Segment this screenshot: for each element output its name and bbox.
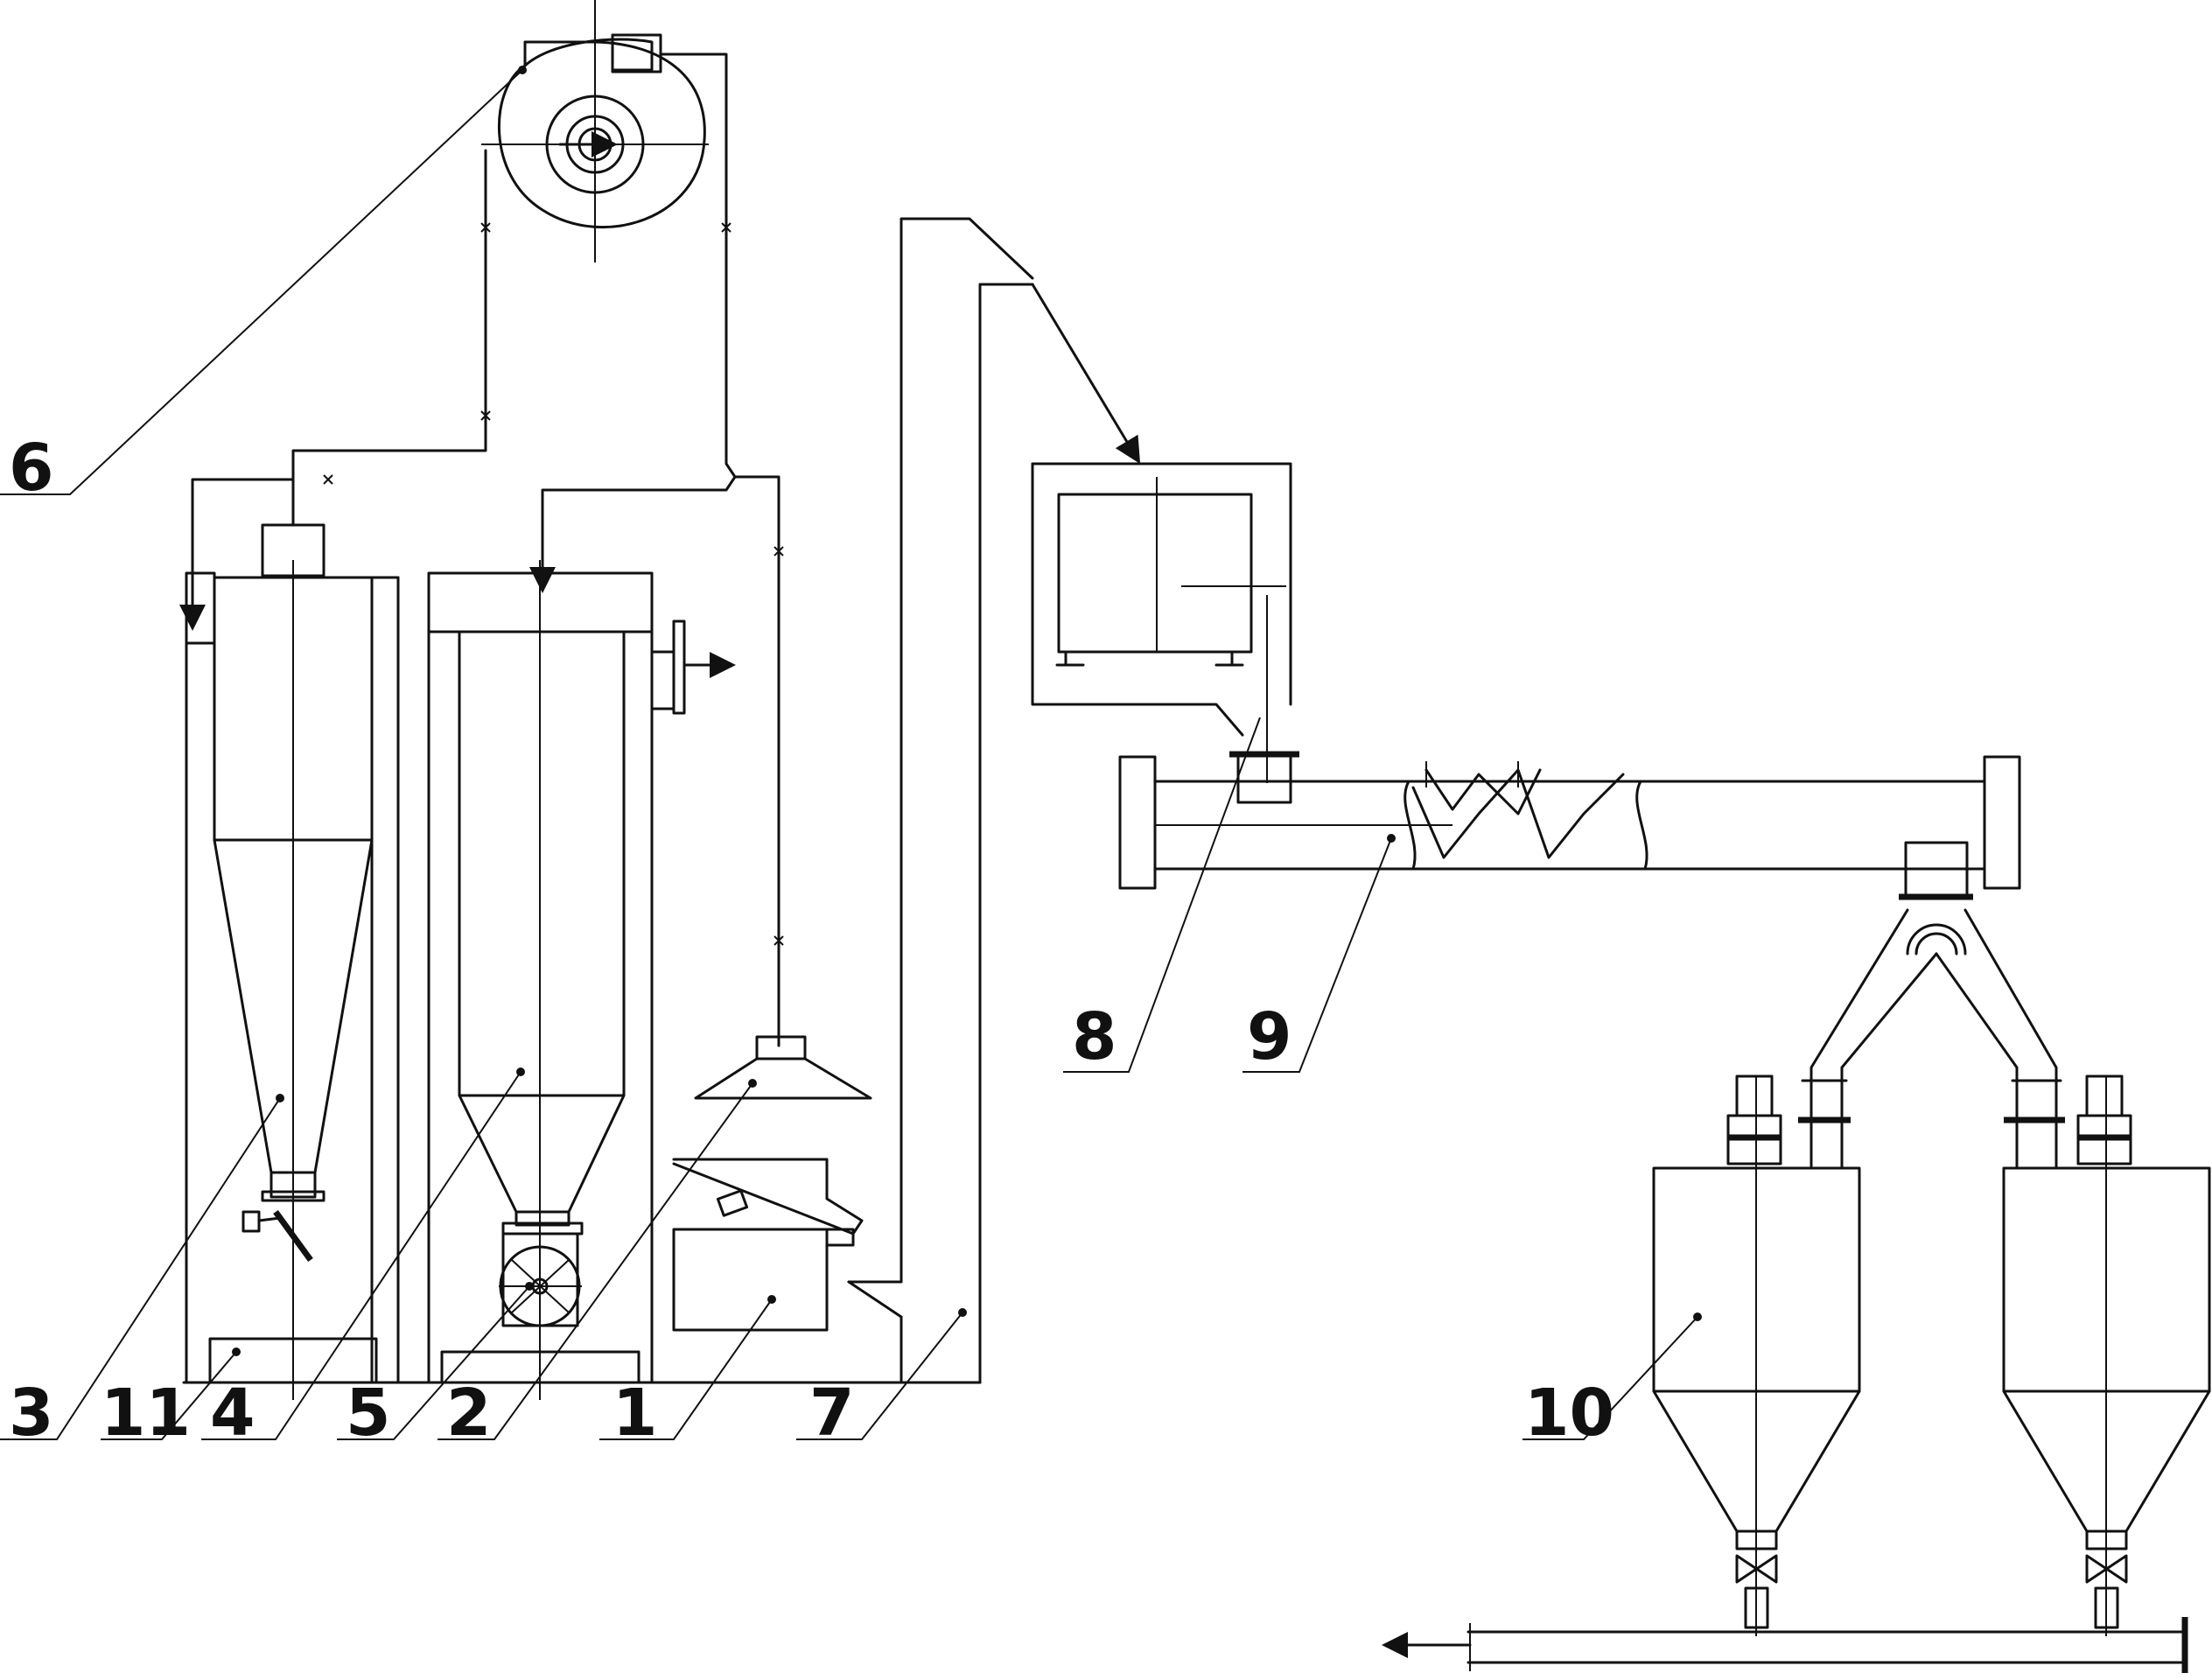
label-4: 4 [210, 1376, 256, 1451]
y-splitter-chute [1798, 841, 2065, 1170]
label-1: 1 [612, 1376, 658, 1451]
label-11: 11 [101, 1376, 191, 1451]
rotary-valve [499, 560, 582, 1400]
label-3: 3 [9, 1376, 54, 1451]
label-8: 8 [1072, 999, 1117, 1074]
suction-hood [694, 1035, 872, 1100]
leader-lines [0, 66, 1702, 1440]
label-9: 9 [1247, 999, 1292, 1074]
feed-bin [1031, 462, 1299, 804]
screw-conveyor [1118, 755, 2021, 890]
label-7: 7 [809, 1376, 855, 1451]
centrifugal-fan [481, 0, 709, 262]
vibrating-screen [672, 1158, 864, 1332]
label-10: 10 [1524, 1376, 1614, 1451]
discharge-pipe [1382, 1617, 2188, 1673]
callout-labels: 6 3 11 4 5 2 1 7 8 9 10 [9, 430, 1614, 1451]
product-silo-right [2002, 1074, 2211, 1636]
bucket-elevator [847, 217, 1141, 1384]
label-6: 6 [9, 430, 54, 506]
cyclone-separator [185, 523, 400, 1400]
product-silo-left [1652, 1074, 1861, 1636]
label-5: 5 [346, 1376, 391, 1451]
label-2: 2 [446, 1376, 492, 1451]
bag-filter [427, 571, 736, 1384]
fan-ducts [179, 52, 784, 1047]
